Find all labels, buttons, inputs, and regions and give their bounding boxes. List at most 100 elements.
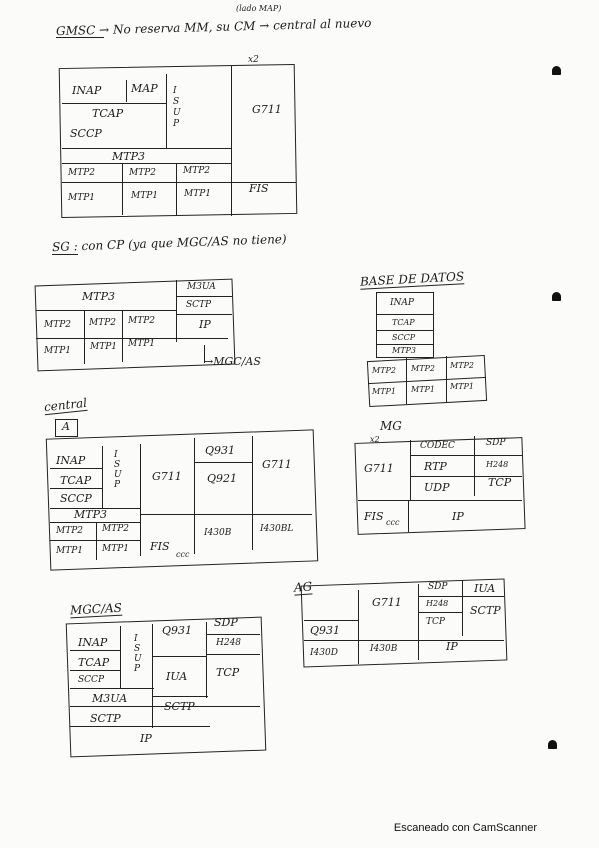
central-a-label: A: [62, 420, 70, 433]
central-tcap: TCAP: [60, 474, 92, 487]
central-mtp1-a: MTP1: [56, 546, 83, 556]
central-q921: Q921: [207, 472, 238, 485]
central-g711b: G711: [262, 458, 292, 471]
db-mtp3: MTP3: [392, 346, 416, 355]
gmsc-g711: G711: [252, 103, 282, 116]
gmsc-map: MAP: [131, 82, 158, 95]
gmsc-mtp2-c: MTP2: [183, 166, 210, 176]
mgc-title: MGC/AS: [69, 600, 123, 619]
gmsc-mtp1-b: MTP1: [131, 191, 158, 201]
sg-m3ua: M3UA: [187, 282, 216, 292]
ag-sdp: SDP: [428, 582, 448, 592]
gmsc-mtp2-a: MTP2: [68, 168, 95, 178]
header-note: (lado MAP): [236, 4, 282, 13]
sg-mtp2-c: MTP2: [128, 316, 155, 326]
gmsc-mtp1-c: MTP1: [184, 189, 211, 199]
gmsc-tcap: TCAP: [92, 107, 124, 120]
central-i430b: I430B: [204, 528, 232, 538]
mgc-inap: INAP: [78, 636, 108, 649]
mgc-iua: IUA: [166, 670, 188, 683]
gmsc-mtp1-a: MTP1: [68, 193, 95, 203]
gmsc-x2: x2: [248, 55, 259, 65]
mg-codec: CODEC: [420, 441, 455, 451]
mgc-isup: I S U P: [134, 634, 142, 674]
sg-mtp3: MTP3: [82, 290, 115, 303]
db-sccp: SCCP: [392, 333, 416, 342]
gmsc-mtp3: MTP3: [112, 150, 145, 163]
mgc-sdp: SDP: [214, 616, 238, 629]
mg-udp: UDP: [424, 481, 450, 494]
ag-g711: G711: [372, 596, 402, 609]
db-mtp2-c: MTP2: [450, 361, 474, 370]
mg-sdp: SDP: [486, 438, 506, 448]
ag-i430b: I430B: [370, 644, 398, 654]
mgc-sctp: SCTP: [90, 712, 121, 725]
db-title: BASE DE DATOS: [359, 269, 465, 290]
central-a-box: [55, 419, 78, 437]
central-isup: I S U P: [114, 450, 122, 490]
gmsc-isup: I S U P: [173, 86, 181, 129]
central-mtp1-b: MTP1: [102, 544, 129, 554]
central-mtp2-b: MTP2: [102, 524, 129, 534]
mgc-m3ua: M3UA: [92, 692, 128, 705]
gmsc-inap: INAP: [72, 84, 102, 97]
central-q931: Q931: [205, 444, 236, 457]
mg-fis: FIS: [364, 510, 384, 523]
mgc-tcap: TCAP: [78, 656, 110, 669]
mg-g711: G711: [364, 462, 394, 475]
db-inap: INAP: [390, 298, 414, 308]
db-mtp1-b: MTP1: [411, 385, 435, 394]
mgc-sctp2: SCTP: [164, 700, 195, 713]
mg-fis-sub: ccc: [386, 518, 400, 527]
db-tcap: TCAP: [392, 318, 415, 327]
mg-x2: x2: [370, 435, 380, 444]
mgc-tcp: TCP: [216, 666, 240, 679]
sg-ip: IP: [199, 318, 211, 331]
ag-q931: Q931: [310, 624, 341, 637]
sg-arrow-mgc: →MGC/AS: [204, 355, 261, 368]
central-sccp: SCCP: [60, 492, 92, 505]
central-i430bl: I430BL: [260, 524, 294, 534]
ag-tcp: TCP: [426, 617, 445, 627]
binder-hole-mark: [552, 66, 561, 75]
binder-hole-mark: [548, 740, 557, 749]
db-mtp1-a: MTP1: [372, 387, 396, 396]
sg-mtp1-a: MTP1: [44, 346, 71, 356]
db-mtp2-b: MTP2: [411, 364, 435, 373]
mg-ip: IP: [452, 510, 464, 523]
ag-iua: IUA: [474, 582, 496, 595]
mgc-ip: IP: [140, 732, 152, 745]
sg-mtp2-a: MTP2: [44, 320, 71, 330]
central-mtp2-a: MTP2: [56, 526, 83, 536]
mg-rtp: RTP: [424, 460, 447, 473]
sg-heading: SG : con CP (ya que MGC/AS no tiene): [51, 231, 287, 255]
gmsc-sccp: SCCP: [70, 127, 102, 140]
sg-sctp: SCTP: [186, 300, 212, 310]
central-g711: G711: [152, 470, 182, 483]
central-fis-sub: ccc: [176, 550, 190, 559]
mg-title: MG: [380, 419, 402, 433]
header-underline: [56, 37, 104, 39]
gmsc-mtp2-b: MTP2: [129, 168, 156, 178]
db-mtp2-a: MTP2: [372, 366, 396, 375]
central-fis: FIS: [150, 540, 170, 553]
mg-h248: H248: [486, 460, 509, 469]
ag-ip: IP: [446, 640, 458, 653]
ag-h248: H248: [426, 599, 449, 608]
central-mtp3: MTP3: [74, 508, 107, 521]
gmsc-fis: FIS: [249, 182, 269, 195]
central-inap: INAP: [56, 454, 86, 467]
central-title: central: [43, 395, 88, 416]
header-line: GMSC → No reserva MM, su CM → central al…: [55, 15, 372, 39]
db-mtp1-c: MTP1: [450, 382, 474, 391]
sg-mtp1-b: MTP1: [90, 342, 117, 352]
mgc-q931: Q931: [162, 624, 193, 637]
binder-hole-mark: [552, 292, 561, 301]
ag-sctp: SCTP: [470, 604, 501, 617]
mgc-sccp: SCCP: [78, 675, 104, 685]
sg-mtp2-b: MTP2: [89, 318, 116, 328]
mgc-h248: H248: [216, 638, 242, 648]
scanner-watermark: Escaneado con CamScanner: [393, 822, 537, 834]
mg-tcp: TCP: [488, 476, 512, 489]
ag-i430d: I430D: [310, 648, 338, 658]
